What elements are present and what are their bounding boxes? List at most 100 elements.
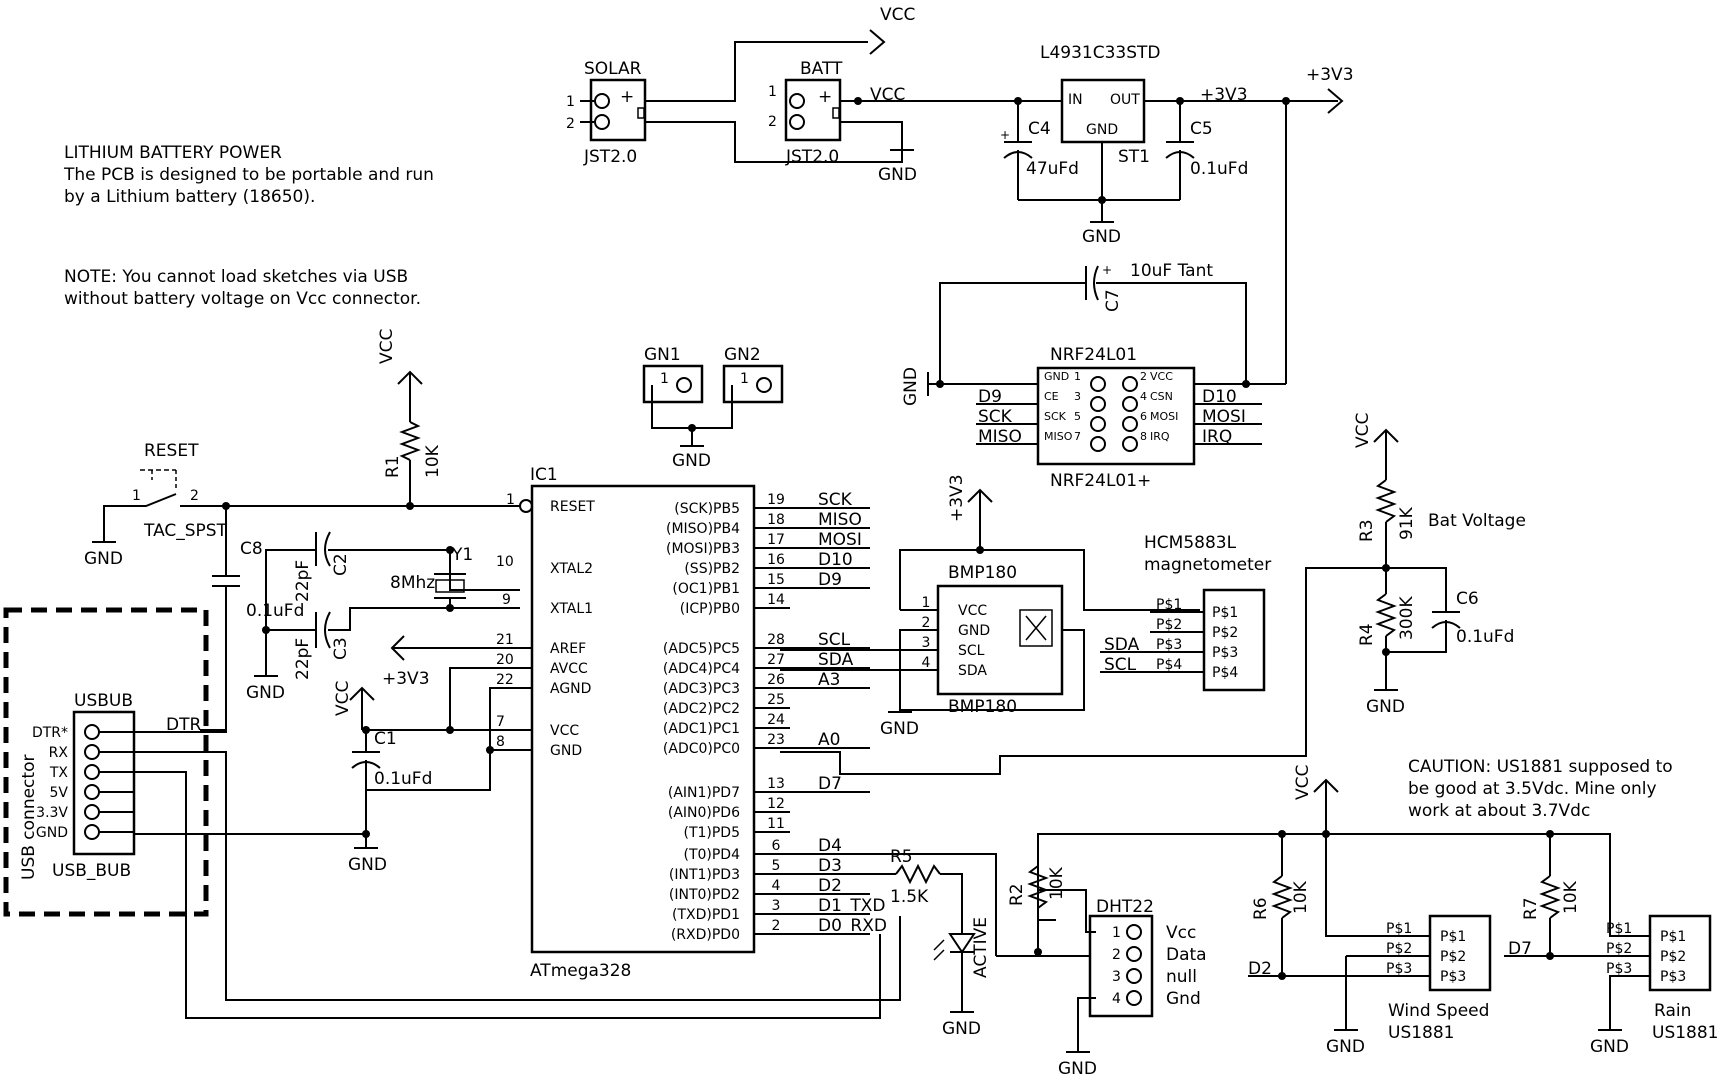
usb-section: USB connector USBUB USB_BUB DTR*RXTX5V3.… <box>3 607 901 1019</box>
batt-connector <box>784 78 842 142</box>
regulator-part: L4931C33STD <box>1040 43 1161 63</box>
v33-label-top: +3V3 <box>1306 65 1354 85</box>
c4-value: 47uFd <box>1026 159 1079 179</box>
mcu-pin-19-num: 19 <box>767 492 785 508</box>
mcu-pin-27-num: 27 <box>767 652 785 668</box>
r2-value: 10K <box>1047 866 1067 900</box>
mcu-pin-(int0)pd2: (INT0)PD2 <box>669 887 740 903</box>
mcu-pin-4-num: 4 <box>772 878 781 894</box>
reset-section: RESET TAC_SPST 1 2 GND 1 VCC R1 10K C8 0… <box>84 329 533 731</box>
rain-label: Rain <box>1654 1001 1691 1021</box>
dht-pin <box>1126 990 1142 1006</box>
r2-ref: R2 <box>1007 883 1027 906</box>
c7-value: 10uF Tant <box>1130 261 1213 281</box>
dht-pin-num: 3 <box>1112 969 1121 985</box>
wind-label: Wind Speed <box>1388 1001 1489 1021</box>
regulator-in: IN <box>1068 92 1083 108</box>
regulator-gnd: GND <box>1086 122 1118 138</box>
c3-ref: C3 <box>331 637 351 660</box>
gnd-label-bmp: GND <box>880 719 919 739</box>
usb-pin-label: GND <box>36 825 68 841</box>
mcu-pin-reset: RESET <box>550 499 595 515</box>
mcu-net-miso: MISO <box>818 510 862 530</box>
c4-plus: + <box>1000 128 1010 142</box>
usb-box-label: USB connector <box>19 755 39 880</box>
hmc5883l-module <box>1202 588 1266 692</box>
gnd-label-dht: GND <box>1058 1059 1097 1079</box>
power-note-title: LITHIUM BATTERY POWER <box>64 143 282 163</box>
caution-note-line3: work at about 3.7Vdc <box>1408 801 1590 821</box>
vcc-label-c1: VCC <box>333 681 353 716</box>
mcu-pin-(adc2)pc2: (ADC2)PC2 <box>663 701 740 717</box>
bmp-pin-num: 1 <box>922 595 931 611</box>
gn2-pad <box>722 364 784 404</box>
dht-pin <box>1126 968 1142 984</box>
bmp-pin-num: 4 <box>922 655 931 671</box>
dht-ref: DHT22 <box>1096 897 1154 917</box>
usb-connector-outline <box>3 607 209 917</box>
mcu-pin-(mosi)pb3: (MOSI)PB3 <box>666 541 740 557</box>
bmp-pin-label: GND <box>958 623 990 639</box>
radio-pin-miso: MISO <box>1044 430 1073 443</box>
usb-pin <box>84 744 100 760</box>
usb-pin <box>84 824 100 840</box>
batt-part: JST2.0 <box>785 147 839 167</box>
radio-pin-7: 7 <box>1074 430 1081 443</box>
mcu-net-scl: SCL <box>818 630 851 650</box>
mcu-part: ATmega328 <box>530 961 631 981</box>
caution-note-line2: be good at 3.5Vdc. Mine only <box>1408 779 1657 799</box>
dht-pin-label: Data <box>1166 945 1207 965</box>
radio-name: NRF24L01 <box>1050 345 1137 365</box>
mcu-net-sda: SDA <box>818 650 854 670</box>
mcu-pin-xtal1: XTAL1 <box>550 601 593 617</box>
radio-pin-4: 4 <box>1140 390 1147 403</box>
hmc-pin-inner: P$2 <box>1212 625 1238 641</box>
solar-pin1 <box>594 93 610 109</box>
batt-pin1-num: 1 <box>768 84 777 100</box>
rain-pin-outer: P$2 <box>1606 941 1632 957</box>
crystal <box>435 579 465 593</box>
mcu-pin-xtal2: XTAL2 <box>550 561 593 577</box>
mcu-pin-23-num: 23 <box>767 732 785 748</box>
mcu-pin-(sck)pb5: (SCK)PB5 <box>674 501 740 517</box>
usb-pin-label: RX <box>49 745 69 761</box>
rain-sensor <box>1648 914 1712 992</box>
caution-note-line1: CAUTION: US1881 supposed to <box>1408 757 1673 777</box>
notes: LITHIUM BATTERY POWER The PCB is designe… <box>63 143 1673 821</box>
solar-connector <box>589 78 647 142</box>
c2-value: 22pF <box>293 560 313 602</box>
mcu-pin-22-num: 22 <box>496 672 514 688</box>
gnd-label-reset: GND <box>84 549 123 569</box>
radio-section: + 10uF Tant C7 GND NRF24L01 NRF24L01+ GN… <box>901 101 1287 491</box>
radio-pin-vcc: VCC <box>1150 370 1173 383</box>
hmc-pin-outer: P$3 <box>1156 637 1182 653</box>
wind-speed-sensor <box>1428 914 1492 992</box>
solar-pin1-num: 1 <box>566 94 575 110</box>
radio-net-mosi: MOSI <box>1202 407 1246 427</box>
solar-plus: + <box>620 87 634 107</box>
hmc-pin-inner: P$4 <box>1212 665 1238 681</box>
mcu-pin-13-num: 13 <box>767 776 785 792</box>
vcc-label-top: VCC <box>880 5 915 25</box>
batt-pin2-num: 2 <box>768 114 777 130</box>
mcu-pin-24-num: 24 <box>767 712 785 728</box>
radio-pin-ce: CE <box>1044 390 1059 403</box>
mcu-pin-7-num: 7 <box>496 714 505 730</box>
r3-ref: R3 <box>1357 519 1377 542</box>
mcu-net-d4: D4 <box>818 836 842 856</box>
reset-switch-part: TAC_SPST <box>143 521 228 541</box>
hmc-net-scl: SCL <box>1104 655 1137 675</box>
hmc-pin-outer: P$4 <box>1156 657 1182 673</box>
radio-part: NRF24L01+ <box>1050 471 1151 491</box>
mcu-pin-17-num: 17 <box>767 532 785 548</box>
radio-pin-mosi: MOSI <box>1150 410 1178 423</box>
mcu-pin-(adc0)pc0: (ADC0)PC0 <box>663 741 740 757</box>
reset-switch <box>103 493 177 542</box>
mcu-net-mosi: MOSI <box>818 530 862 550</box>
r1-ref: R1 <box>383 455 403 478</box>
radio-pin-5: 5 <box>1074 410 1081 423</box>
gnd-label-crystal: GND <box>246 683 285 703</box>
